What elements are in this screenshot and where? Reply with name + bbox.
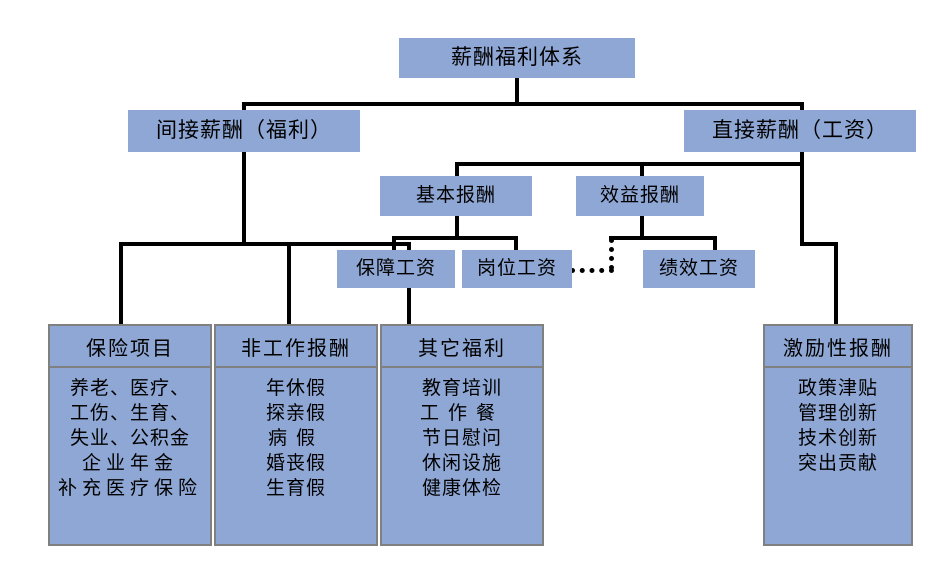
panel-non-work-compensation-header: 非工作报酬 [216,326,376,368]
connector-to-panel-nonwork [287,242,291,326]
list-item: 补充医疗保险 [57,478,202,500]
connector-dotted-top-join [609,236,643,240]
panel-other-benefits[interactable]: 其它福利 教育培训 工作餐 节日慰问 休闲设施 健康体检 [380,324,544,546]
panel-insurance[interactable]: 保险项目 养老、医疗、 工伤、生育、 失业、公积金 企业年金 补充医疗保险 [48,324,212,546]
connector-dotted-vertical [609,238,614,270]
list-item: 婚丧假 [265,453,326,475]
connector-to-post-wage [514,236,518,250]
connector-to-base-pay [455,162,459,176]
connector-base-pay-bus [392,236,518,240]
connector-base-pay-stem [455,216,459,238]
list-item: 节日慰问 [421,428,502,450]
connector-direct-bus [455,162,804,166]
node-guaranteed-wage[interactable]: 保障工资 [337,250,455,288]
list-item: 技术创新 [797,428,878,450]
panel-incentive-compensation-header: 激励性报酬 [765,326,911,368]
connector-to-panel-insurance [119,242,123,326]
connector-indirect-bus [119,242,411,246]
list-item: 失业、公积金 [69,428,190,450]
panel-insurance-header: 保险项目 [50,326,210,368]
connector-dotted-horizontal [570,268,614,273]
list-item: 年休假 [265,378,326,399]
node-indirect-compensation[interactable]: 间接薪酬（福利） [128,110,360,152]
panel-insurance-body: 养老、医疗、 工伤、生育、 失业、公积金 企业年金 补充医疗保险 [50,368,210,544]
node-post-wage[interactable]: 岗位工资 [462,250,572,288]
list-item: 工作餐 [419,403,504,425]
node-root[interactable]: 薪酬福利体系 [399,38,635,78]
list-item: 教育培训 [421,378,502,399]
list-item: 政策津贴 [797,378,878,399]
connector-to-panel-incentive [834,242,838,326]
node-base-pay[interactable]: 基本报酬 [380,176,532,216]
panel-other-benefits-body: 教育培训 工作餐 节日慰问 休闲设施 健康体检 [382,368,542,544]
list-item: 休闲设施 [421,453,502,475]
connector-indirect-stem [242,152,246,244]
node-benefit-pay[interactable]: 效益报酬 [576,176,704,216]
node-performance-wage[interactable]: 绩效工资 [643,250,755,288]
list-item: 病假 [267,428,324,450]
connector-root-stem [515,78,519,104]
list-item: 突出贡献 [797,453,878,475]
node-direct-compensation[interactable]: 直接薪酬（工资） [684,110,916,152]
panel-other-benefits-header: 其它福利 [382,326,542,368]
connector-to-indirect [242,102,246,110]
panel-non-work-compensation-body: 年休假 探亲假 病假 婚丧假 生育假 [216,368,376,544]
connector-direct-stem [800,152,804,164]
connector-to-direct [800,102,804,110]
list-item: 工伤、生育、 [69,403,190,425]
list-item: 生育假 [265,478,326,500]
connector-benefit-pay-stem [640,216,644,238]
list-item: 养老、医疗、 [69,378,190,399]
panel-incentive-compensation[interactable]: 激励性报酬 政策津贴 管理创新 技术创新 突出贡献 [763,324,913,546]
connector-to-benefit-pay [640,162,644,176]
list-item: 企业年金 [81,453,178,475]
list-item: 管理创新 [797,403,878,425]
connector-incentive-bus [800,242,838,246]
panel-non-work-compensation[interactable]: 非工作报酬 年休假 探亲假 病假 婚丧假 生育假 [214,324,378,546]
list-item: 健康体检 [421,478,502,500]
panel-incentive-compensation-body: 政策津贴 管理创新 技术创新 突出贡献 [765,368,911,544]
connector-benefit-pay-bus [640,236,717,240]
connector-root-bus [242,102,804,106]
connector-to-performance-wage [713,236,717,250]
connector-to-guaranteed-wage [392,236,396,250]
connector-direct-right-leg [800,162,804,246]
list-item: 探亲假 [265,403,326,425]
